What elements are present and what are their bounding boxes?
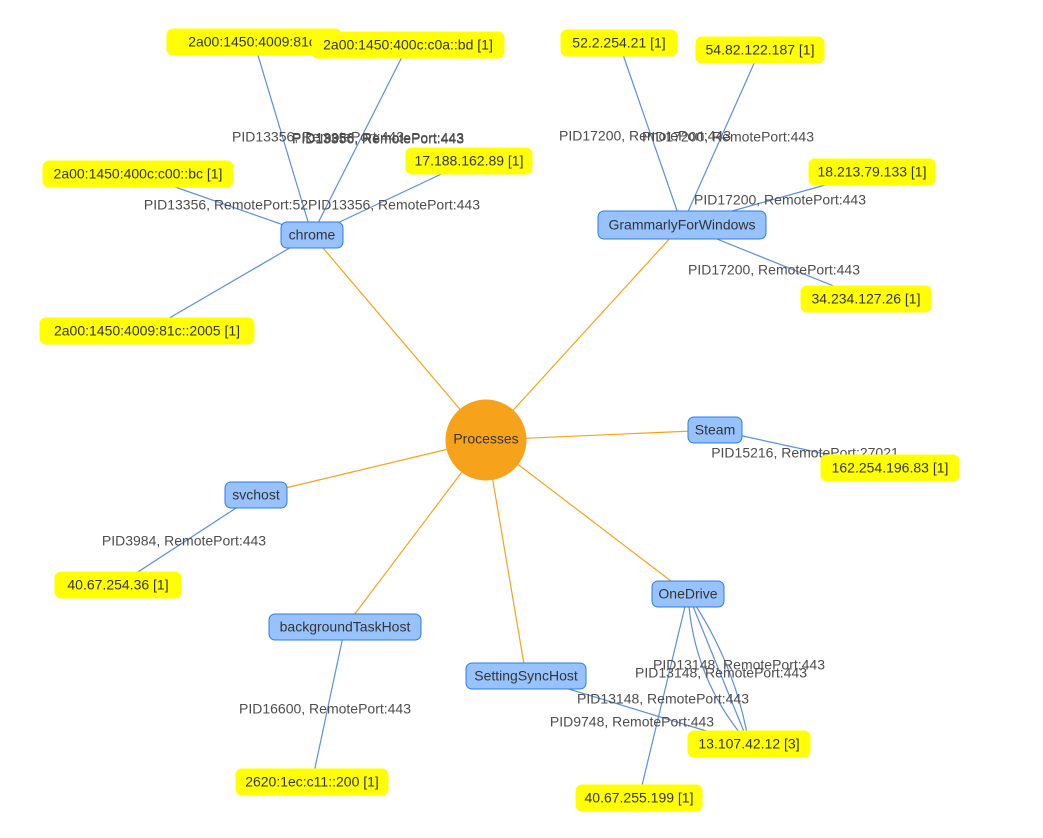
process-label: OneDrive [658, 586, 717, 602]
ip-node-ip_g[interactable]: 54.82.122.187 [1] [695, 36, 825, 64]
ip-label: 18.213.79.133 [1] [818, 164, 927, 180]
ip-box [820, 454, 960, 482]
ip-label: 52.2.254.21 [1] [572, 35, 665, 51]
ip-label: 2620:1ec:c11::200 [1] [245, 774, 379, 790]
edge-label: PID13356, RemotePort:443 [232, 129, 404, 145]
ip-box [42, 160, 234, 188]
ip-box [235, 768, 389, 796]
edge-onedrive-ip_n [638, 593, 689, 799]
edge-label: PID9748, RemotePort:443 [550, 714, 714, 730]
edge-onedrive-ip_m [687, 593, 750, 745]
ip-label: 40.67.254.36 [1] [67, 577, 168, 593]
process-box [268, 613, 422, 641]
edge-label: PID13148, RemotePort:443 [577, 691, 749, 707]
ip-label: 40.67.255.199 [1] [585, 790, 694, 806]
process-box [465, 662, 587, 690]
ip-node-ip_d[interactable]: 2a00:1450:400c:c00::bc [1] [42, 160, 234, 188]
process-label: GrammarlyForWindows [608, 217, 755, 233]
ip-label: 2a00:1450:4009:81c::2005 [1] [54, 323, 240, 339]
ip-box [54, 571, 182, 599]
ip-label: 17.188.162.89 [1] [415, 153, 524, 169]
edge-svchost-ip_k [117, 494, 257, 586]
edge-label: PID3984, RemotePort:443 [102, 533, 266, 549]
ip-node-ip_i[interactable]: 34.234.127.26 [1] [800, 285, 932, 313]
process-label: Steam [695, 422, 735, 438]
edge-label: PID13356, RemotePort:443 [292, 130, 464, 146]
ip-node-ip_f[interactable]: 52.2.254.21 [1] [560, 29, 678, 57]
edge-hub-onedrive [485, 439, 689, 595]
ip-box [311, 31, 505, 59]
edge-label: PID13148, RemotePort:443 [653, 657, 825, 673]
process-box [651, 580, 725, 608]
ip-box [560, 29, 678, 57]
ip-label: 162.254.196.83 [1] [832, 460, 949, 476]
ip-box [575, 784, 703, 812]
edge-label: PID17200, RemotePort:443 [694, 192, 866, 208]
edge-label: PID16600, RemotePort:443 [239, 701, 411, 717]
process-node-steam[interactable]: Steam [687, 416, 743, 444]
edge-label: PID13148, RemotePort:443 [635, 665, 807, 681]
process-node-settingsynchost[interactable]: SettingSyncHost [465, 662, 587, 690]
ip-box [800, 285, 932, 313]
edge-hub-chrome [311, 234, 487, 441]
process-node-chrome[interactable]: chrome [280, 221, 344, 249]
edge-chrome-ip_a [253, 41, 313, 236]
edge-grammarly-ip_g [681, 49, 761, 226]
process-box [280, 221, 344, 249]
ip-node-ip_c[interactable]: 17.188.162.89 [1] [405, 147, 533, 175]
edge-label: PID17200, RemotePort:443 [559, 128, 731, 144]
ip-label: 54.82.122.187 [1] [706, 42, 815, 58]
edge-chrome-ip_b [311, 44, 409, 236]
process-label: backgroundTaskHost [280, 619, 411, 635]
ip-label: 13.107.42.12 [3] [698, 736, 799, 752]
edge-grammarly-ip_f [618, 42, 683, 226]
process-box [597, 210, 767, 240]
hub-circle [445, 399, 527, 481]
process-label: chrome [289, 227, 336, 243]
hub-label: Processes [453, 431, 518, 447]
edge-label: PID17200, RemotePort:443 [642, 129, 814, 145]
ip-box [687, 730, 811, 758]
process-box [224, 481, 288, 509]
ip-label: 34.234.127.26 [1] [812, 291, 921, 307]
edge-label: PID17200, RemotePort:443 [688, 262, 860, 278]
edge-onedrive-ip_m [687, 593, 750, 745]
ip-label: 2a00:1450:4009:81c: [188, 34, 320, 50]
process-node-backgroundtaskhost[interactable]: backgroundTaskHost [268, 613, 422, 641]
hub-node-processes[interactable]: Processes [445, 399, 527, 481]
ip-node-ip_b[interactable]: 2a00:1450:400c:c0a::bd [1] [311, 31, 505, 59]
ip-box [405, 147, 533, 175]
process-node-svchost[interactable]: svchost [224, 481, 288, 509]
edge-label: PID13356, RemotePort:52 [144, 197, 308, 213]
ip-node-ip_e[interactable]: 2a00:1450:4009:81c::2005 [1] [39, 317, 255, 345]
ip-node-ip_l[interactable]: 2620:1ec:c11::200 [1] [235, 768, 389, 796]
edge-hub-grammarly [485, 224, 683, 441]
edge-label: PID13356, RemotePort:443 [292, 131, 464, 147]
process-box [687, 416, 743, 444]
edge-chrome-ip_e [146, 234, 313, 332]
ip-box [808, 158, 936, 186]
ip-label: 2a00:1450:400c:c0a::bd [1] [323, 37, 493, 53]
ip-node-ip_j[interactable]: 162.254.196.83 [1] [820, 454, 960, 482]
ip-node-ip_m[interactable]: 13.107.42.12 [3] [687, 730, 811, 758]
process-node-grammarly[interactable]: GrammarlyForWindows [597, 210, 767, 240]
ip-node-ip_n[interactable]: 40.67.255.199 [1] [575, 784, 703, 812]
ip-node-ip_h[interactable]: 18.213.79.133 [1] [808, 158, 936, 186]
ip-box [39, 317, 255, 345]
process-label: svchost [232, 487, 280, 503]
ip-box [695, 36, 825, 64]
ip-label: 2a00:1450:400c:c00::bc [1] [54, 166, 223, 182]
process-label: SettingSyncHost [474, 668, 578, 684]
ip-node-ip_k[interactable]: 40.67.254.36 [1] [54, 571, 182, 599]
edge-label: PID13356, RemotePort:443 [308, 197, 480, 213]
edge-onedrive-ip_m [687, 593, 750, 745]
edge-backgroundtaskhost-ip_l [311, 626, 346, 783]
process-node-onedrive[interactable]: OneDrive [651, 580, 725, 608]
